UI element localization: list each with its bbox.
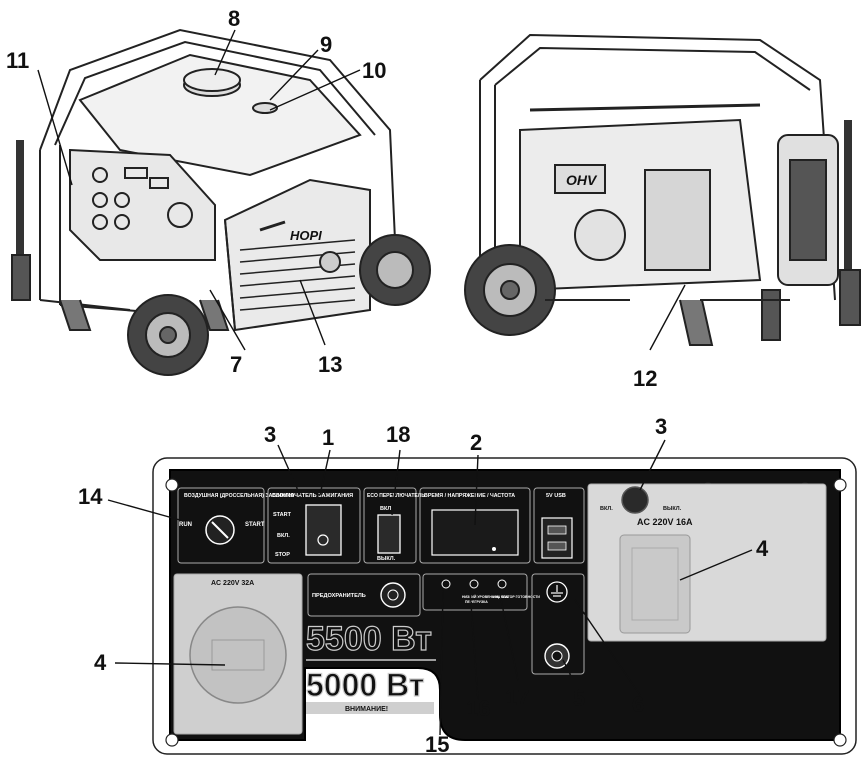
callout-8: 8 (228, 6, 240, 31)
fuse-box (307, 573, 421, 617)
eco-switch[interactable] (377, 514, 401, 554)
ready-indicator (497, 579, 507, 589)
eco-on-label: ВКЛ (380, 506, 391, 512)
wheel-rear (359, 234, 431, 306)
callout-lines-panel (107, 439, 753, 736)
choke-start-label: START (245, 522, 265, 528)
ignition-title: ВЫКЛЮЧАТЕЛЬ ЗАЖИГАНИЯ (272, 493, 353, 499)
socket-16a-label: AC 220V 16A (637, 517, 693, 527)
fuse-label: ПРЕДОХРАНИТЕЛЬ (312, 593, 366, 599)
engine-brand-label: HOPI (290, 228, 322, 243)
ignition-box (267, 487, 361, 564)
callout-3-breaker: 3 (655, 414, 667, 439)
overload-indicator (469, 579, 479, 589)
callout-7: 7 (230, 352, 242, 377)
display-title: ВРЕМЯ / НАПРЯЖЕНИЕ / ЧАСТОТА (424, 493, 515, 499)
callout-1: 1 (322, 425, 334, 450)
ground-icon (546, 581, 568, 603)
callout-lines-left (37, 29, 361, 351)
callout-17: 17 (505, 685, 529, 710)
ign-start-label: START (273, 512, 292, 518)
callout-14: 14 (78, 484, 103, 509)
ground-box (531, 573, 585, 675)
wheel-front (127, 294, 209, 376)
socket-16a[interactable] (619, 534, 691, 634)
indicators-box (422, 573, 528, 611)
svg-text:Запуск или остановка генератор: Запуск или остановка генератора с подклю… (308, 727, 391, 731)
fuse-button[interactable] (380, 582, 406, 608)
callout-15: 15 (425, 732, 449, 757)
power-max-label: 5500 Вт (306, 620, 432, 658)
callout-4-left: 4 (94, 650, 107, 675)
callout-2: 2 (470, 430, 482, 455)
ignition-switch[interactable] (305, 504, 342, 556)
callout-18: 18 (386, 422, 410, 447)
eco-title: ECO ПЕРЕКЛЮЧАТЕЛЬ (367, 493, 425, 499)
svg-text:Запуск и остановка генератора: Запуск и остановка генератора производит… (308, 717, 395, 721)
generator-rear-illustration (464, 33, 861, 346)
eco-off-label: ВЫКЛ. (377, 556, 396, 562)
callout-6: 6 (632, 692, 644, 717)
callout-3-ignition: 3 (264, 422, 276, 447)
warning-text: Запуск и остановка генератора производит… (308, 717, 395, 741)
callout-13: 13 (318, 352, 342, 377)
ready-label: ИНДИКАТОР ГОТОВНОСТИ (493, 595, 540, 599)
svg-text:отключенными потребителями.: отключенными потребителями. (308, 722, 359, 726)
breaker-16a[interactable] (621, 486, 649, 514)
ign-on-label: ВКЛ. (277, 533, 290, 539)
callout-line-12 (649, 284, 686, 351)
ign-stop-label: STOP (275, 552, 290, 558)
low-oil-indicator (441, 579, 451, 589)
breaker-on-label: ВКЛ. (600, 506, 613, 512)
warning-banner (306, 702, 434, 714)
socket-32a-label: AC 220V 32A (211, 580, 254, 587)
eco-box (363, 487, 417, 564)
callout-10: 10 (362, 58, 386, 83)
control-panel: ВОЗДУШНАЯ (ДРОССЕЛЬНАЯ) ЗАСЛОНКА RUN STA… (152, 457, 857, 755)
wheel-rear-view (464, 244, 556, 336)
svg-text:генератора.: генератора. (308, 737, 327, 741)
ohv-label: OHV (566, 172, 598, 188)
choke-box (177, 487, 265, 564)
callout-16: 16 (466, 696, 490, 721)
callout-12: 12 (633, 366, 657, 391)
overload-label: ПЕРЕГРУЗКА (465, 600, 488, 604)
generator-front-illustration (11, 28, 431, 376)
usb-ports[interactable] (541, 517, 573, 559)
usb-box (533, 487, 585, 564)
socket-32a[interactable] (189, 606, 287, 704)
power-rated-label: 5000 Вт (306, 667, 424, 703)
callout-9: 9 (320, 32, 332, 57)
callout-5: 5 (573, 686, 585, 711)
choke-title: ВОЗДУШНАЯ (ДРОССЕЛЬНАЯ) ЗАСЛОНКА (184, 493, 294, 499)
svg-text:потребителями может привести к: потребителями может привести к поврежден… (308, 732, 385, 736)
callout-4-right: 4 (756, 536, 769, 561)
low-oil-label: НИЗКИЙ УРОВЕНЬ МАСЛА (462, 595, 509, 599)
callout-11: 11 (6, 48, 29, 73)
choke-run-label: RUN (179, 522, 192, 528)
warning-title: ВНИМАНИЕ! (345, 706, 388, 713)
breaker-off-label: ВЫКЛ. (663, 506, 682, 512)
display-box (419, 487, 531, 564)
usb-title: 5V USB (546, 493, 566, 499)
